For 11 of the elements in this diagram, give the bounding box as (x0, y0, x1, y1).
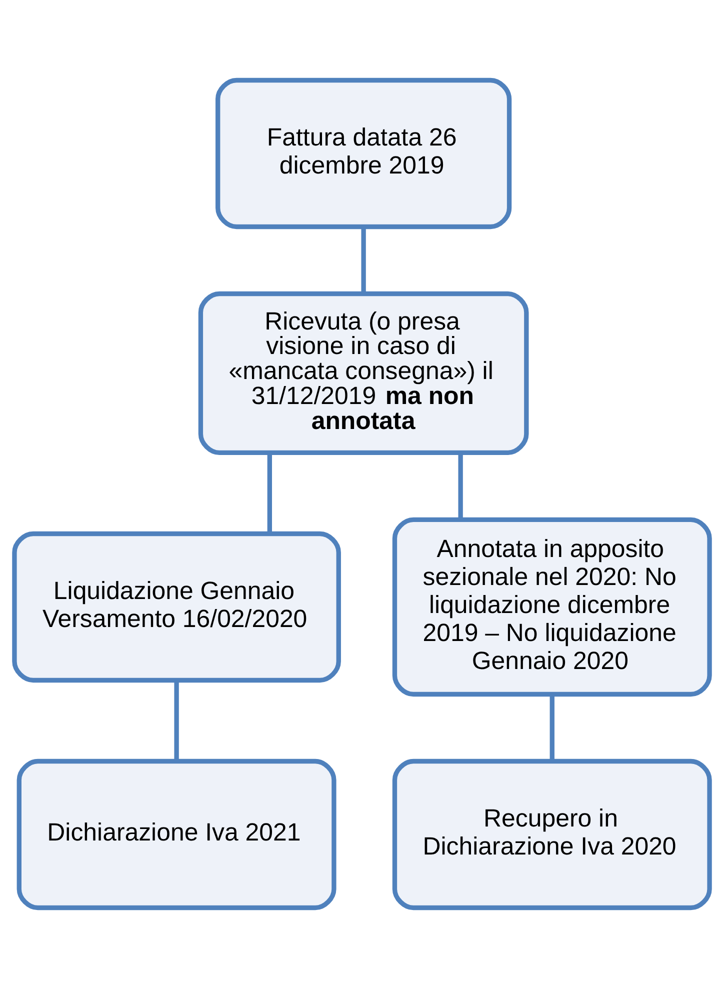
connector (550, 694, 554, 762)
node-box: Annotata in apposito sezionale nel 2020: No liquidazione dicembre 2019 – No liquidazione Gennaio 2020 (392, 517, 712, 697)
node-box: Fattura datata 26 dicembre 2019 (216, 78, 512, 230)
connector (458, 453, 463, 520)
node-box: Liquidazione Gennaio Versamento 16/02/2020 (12, 531, 341, 683)
node-box: Dichiarazione Iva 2021 (16, 758, 336, 910)
connector (174, 680, 179, 762)
node-box: Recupero in Dichiarazione Iva 2020 (392, 758, 712, 910)
connector (361, 227, 366, 294)
connector (267, 453, 272, 534)
node-box: Ricevuta (o presa visione in caso di «mancata consegna») il 31/12/2019 ma non annotata (198, 291, 529, 456)
